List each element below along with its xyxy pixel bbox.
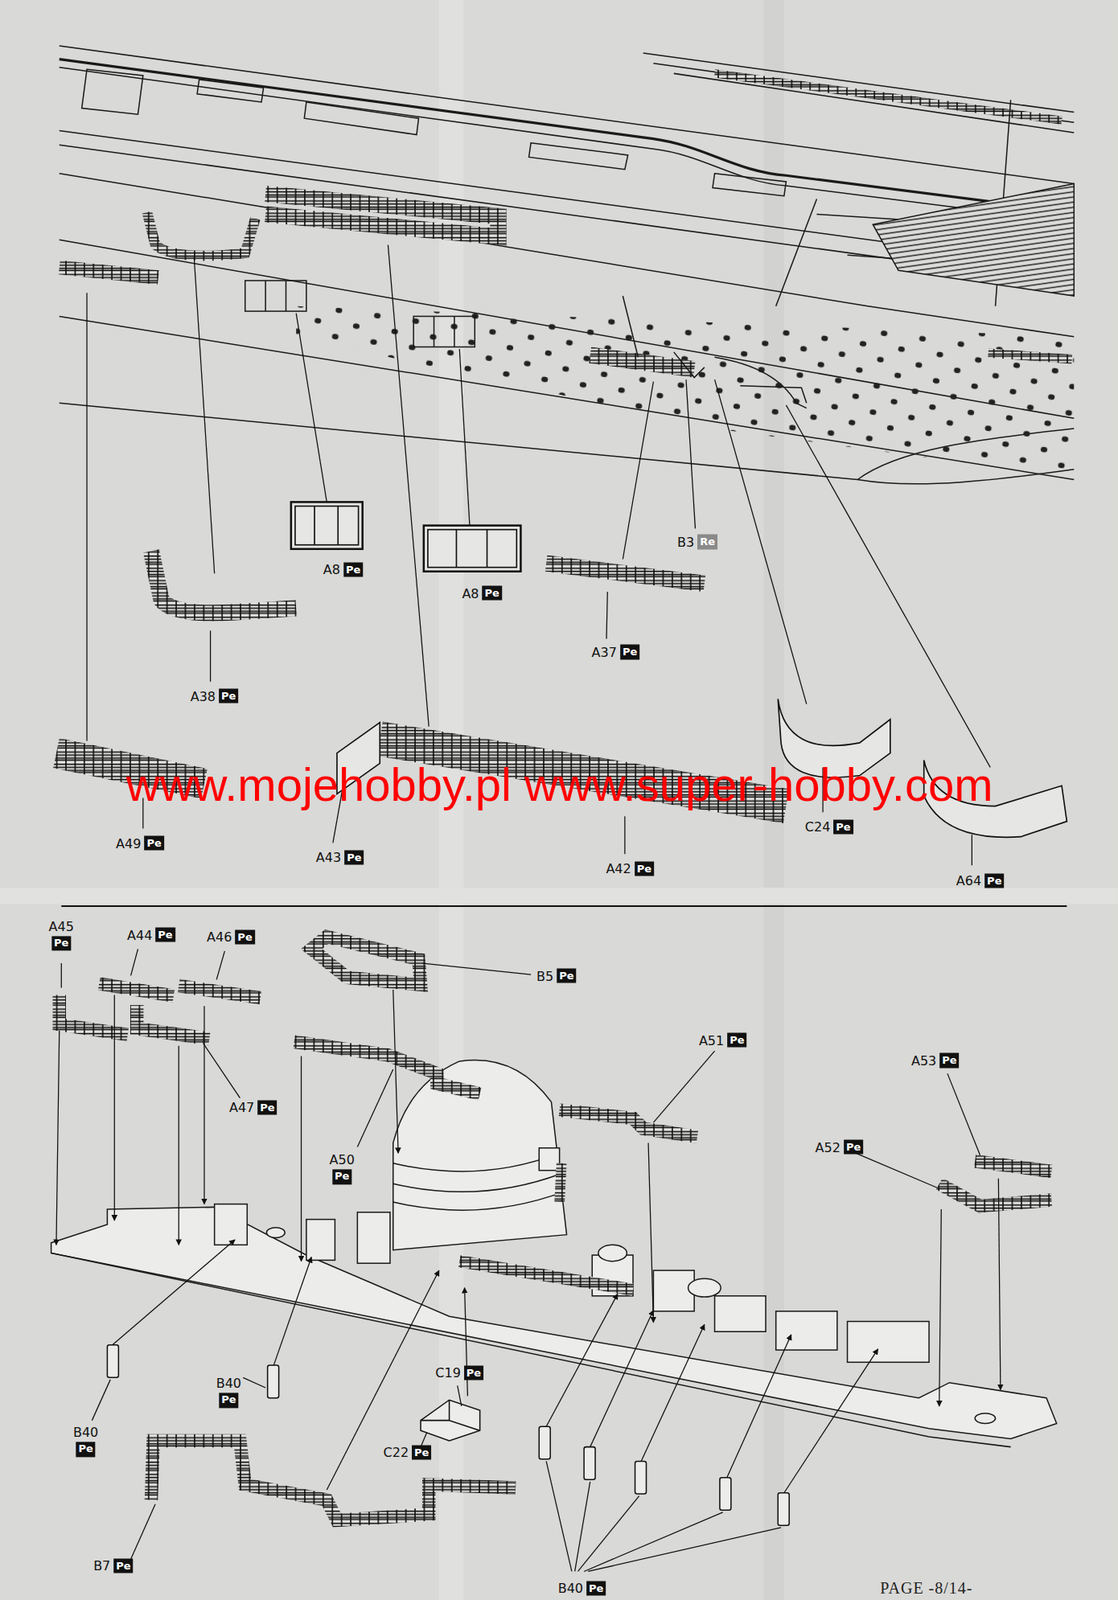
part-number: A51 bbox=[698, 1032, 724, 1049]
part-number: C19 bbox=[435, 1365, 461, 1382]
part-callout: A47Pe bbox=[229, 1100, 278, 1116]
part-number: B7 bbox=[93, 1558, 111, 1575]
material-badge: Pe bbox=[257, 1100, 277, 1115]
part-number: A52 bbox=[815, 1139, 841, 1155]
material-badge: Pe bbox=[218, 689, 239, 704]
part-number: A8 bbox=[323, 562, 341, 578]
part-number: C22 bbox=[383, 1445, 410, 1461]
loose-parts bbox=[56, 501, 1067, 838]
part-callout: C22Pe bbox=[383, 1445, 432, 1461]
part-callout: C19Pe bbox=[435, 1365, 484, 1382]
material-badge: Pe bbox=[464, 1365, 484, 1381]
part-callout: A46Pe bbox=[206, 929, 255, 946]
part-callout: A44Pe bbox=[127, 927, 176, 943]
part-callout: A8Pe bbox=[461, 585, 502, 601]
part-callout: A53Pe bbox=[911, 1052, 960, 1069]
material-badge: Pe bbox=[113, 1558, 133, 1574]
material-badge: Pe bbox=[344, 850, 364, 865]
part-number: A50 bbox=[329, 1153, 355, 1169]
part-callout: B40Pe bbox=[558, 1581, 607, 1597]
part-number: A49 bbox=[115, 835, 141, 851]
divider bbox=[61, 905, 1067, 908]
material-badge: Pe bbox=[984, 873, 1004, 888]
part-callout: C24Pe bbox=[805, 819, 854, 835]
part-callout: A45Pe bbox=[49, 919, 74, 951]
material-badge: Pe bbox=[51, 936, 71, 951]
part-callout: A51Pe bbox=[698, 1032, 748, 1049]
part-callout: B40Pe bbox=[216, 1376, 242, 1409]
part-number: A8 bbox=[461, 585, 479, 601]
small-parts bbox=[106, 1345, 790, 1527]
part-callout: B5Pe bbox=[536, 968, 577, 984]
railing-parts bbox=[59, 937, 1053, 1521]
part-callout: A43Pe bbox=[316, 850, 365, 866]
part-number: A38 bbox=[190, 688, 216, 704]
part-number: A47 bbox=[229, 1100, 255, 1116]
material-badge: Pe bbox=[833, 819, 853, 835]
part-number: A45 bbox=[49, 919, 74, 935]
material-badge: Pe bbox=[843, 1140, 864, 1155]
material-badge: Pe bbox=[620, 645, 640, 660]
part-callout: A52Pe bbox=[815, 1139, 864, 1155]
part-number: A44 bbox=[127, 927, 153, 943]
material-badge: Pe bbox=[155, 928, 175, 943]
part-callout: A37Pe bbox=[591, 645, 641, 661]
part-number: B3 bbox=[677, 534, 695, 551]
page-number: PAGE -8/14- bbox=[879, 1578, 973, 1598]
part-callout: B3Re bbox=[677, 534, 718, 551]
label-leaders bbox=[61, 949, 980, 1572]
material-badge: Pe bbox=[939, 1053, 959, 1069]
part-number: B40 bbox=[73, 1426, 99, 1442]
superstructure bbox=[51, 1060, 1057, 1447]
watermark: www.mojehobby.pl www.super-hobby.com bbox=[126, 756, 994, 811]
material-badge: Pe bbox=[411, 1445, 432, 1460]
material-badge: Pe bbox=[332, 1170, 352, 1185]
material-badge: Re bbox=[697, 534, 718, 550]
part-callout: A49Pe bbox=[115, 835, 165, 851]
material-badge: Pe bbox=[143, 835, 164, 851]
part-callout: A8Pe bbox=[323, 562, 363, 578]
part-number: A43 bbox=[316, 850, 342, 866]
material-badge: Pe bbox=[556, 968, 576, 983]
part-callout: B40Pe bbox=[73, 1426, 99, 1458]
part-number: B40 bbox=[558, 1581, 584, 1597]
material-badge: Pe bbox=[234, 929, 255, 945]
leader-lines bbox=[56, 990, 1001, 1494]
part-callout: A64Pe bbox=[956, 873, 1005, 889]
material-badge: Pe bbox=[343, 562, 363, 577]
part-number: B40 bbox=[216, 1376, 242, 1393]
material-badge: Pe bbox=[482, 585, 502, 601]
part-callout: A38Pe bbox=[190, 688, 239, 704]
part-number: A37 bbox=[591, 645, 617, 661]
part-callout: A50Pe bbox=[329, 1153, 355, 1185]
part-number: A53 bbox=[911, 1052, 937, 1069]
material-badge: Pe bbox=[586, 1581, 606, 1596]
material-badge: Pe bbox=[75, 1442, 95, 1458]
hull-drawing bbox=[59, 45, 1075, 485]
part-number: A64 bbox=[956, 873, 982, 889]
material-badge: Pe bbox=[634, 861, 654, 876]
part-number: C24 bbox=[805, 819, 831, 835]
part-number: A46 bbox=[206, 929, 232, 946]
material-badge: Pe bbox=[218, 1393, 239, 1409]
part-callout: B7Pe bbox=[93, 1558, 134, 1575]
material-badge: Pe bbox=[727, 1032, 747, 1048]
part-number: A42 bbox=[605, 861, 631, 877]
part-number: B5 bbox=[536, 968, 554, 984]
part-callout: A42Pe bbox=[605, 861, 654, 877]
